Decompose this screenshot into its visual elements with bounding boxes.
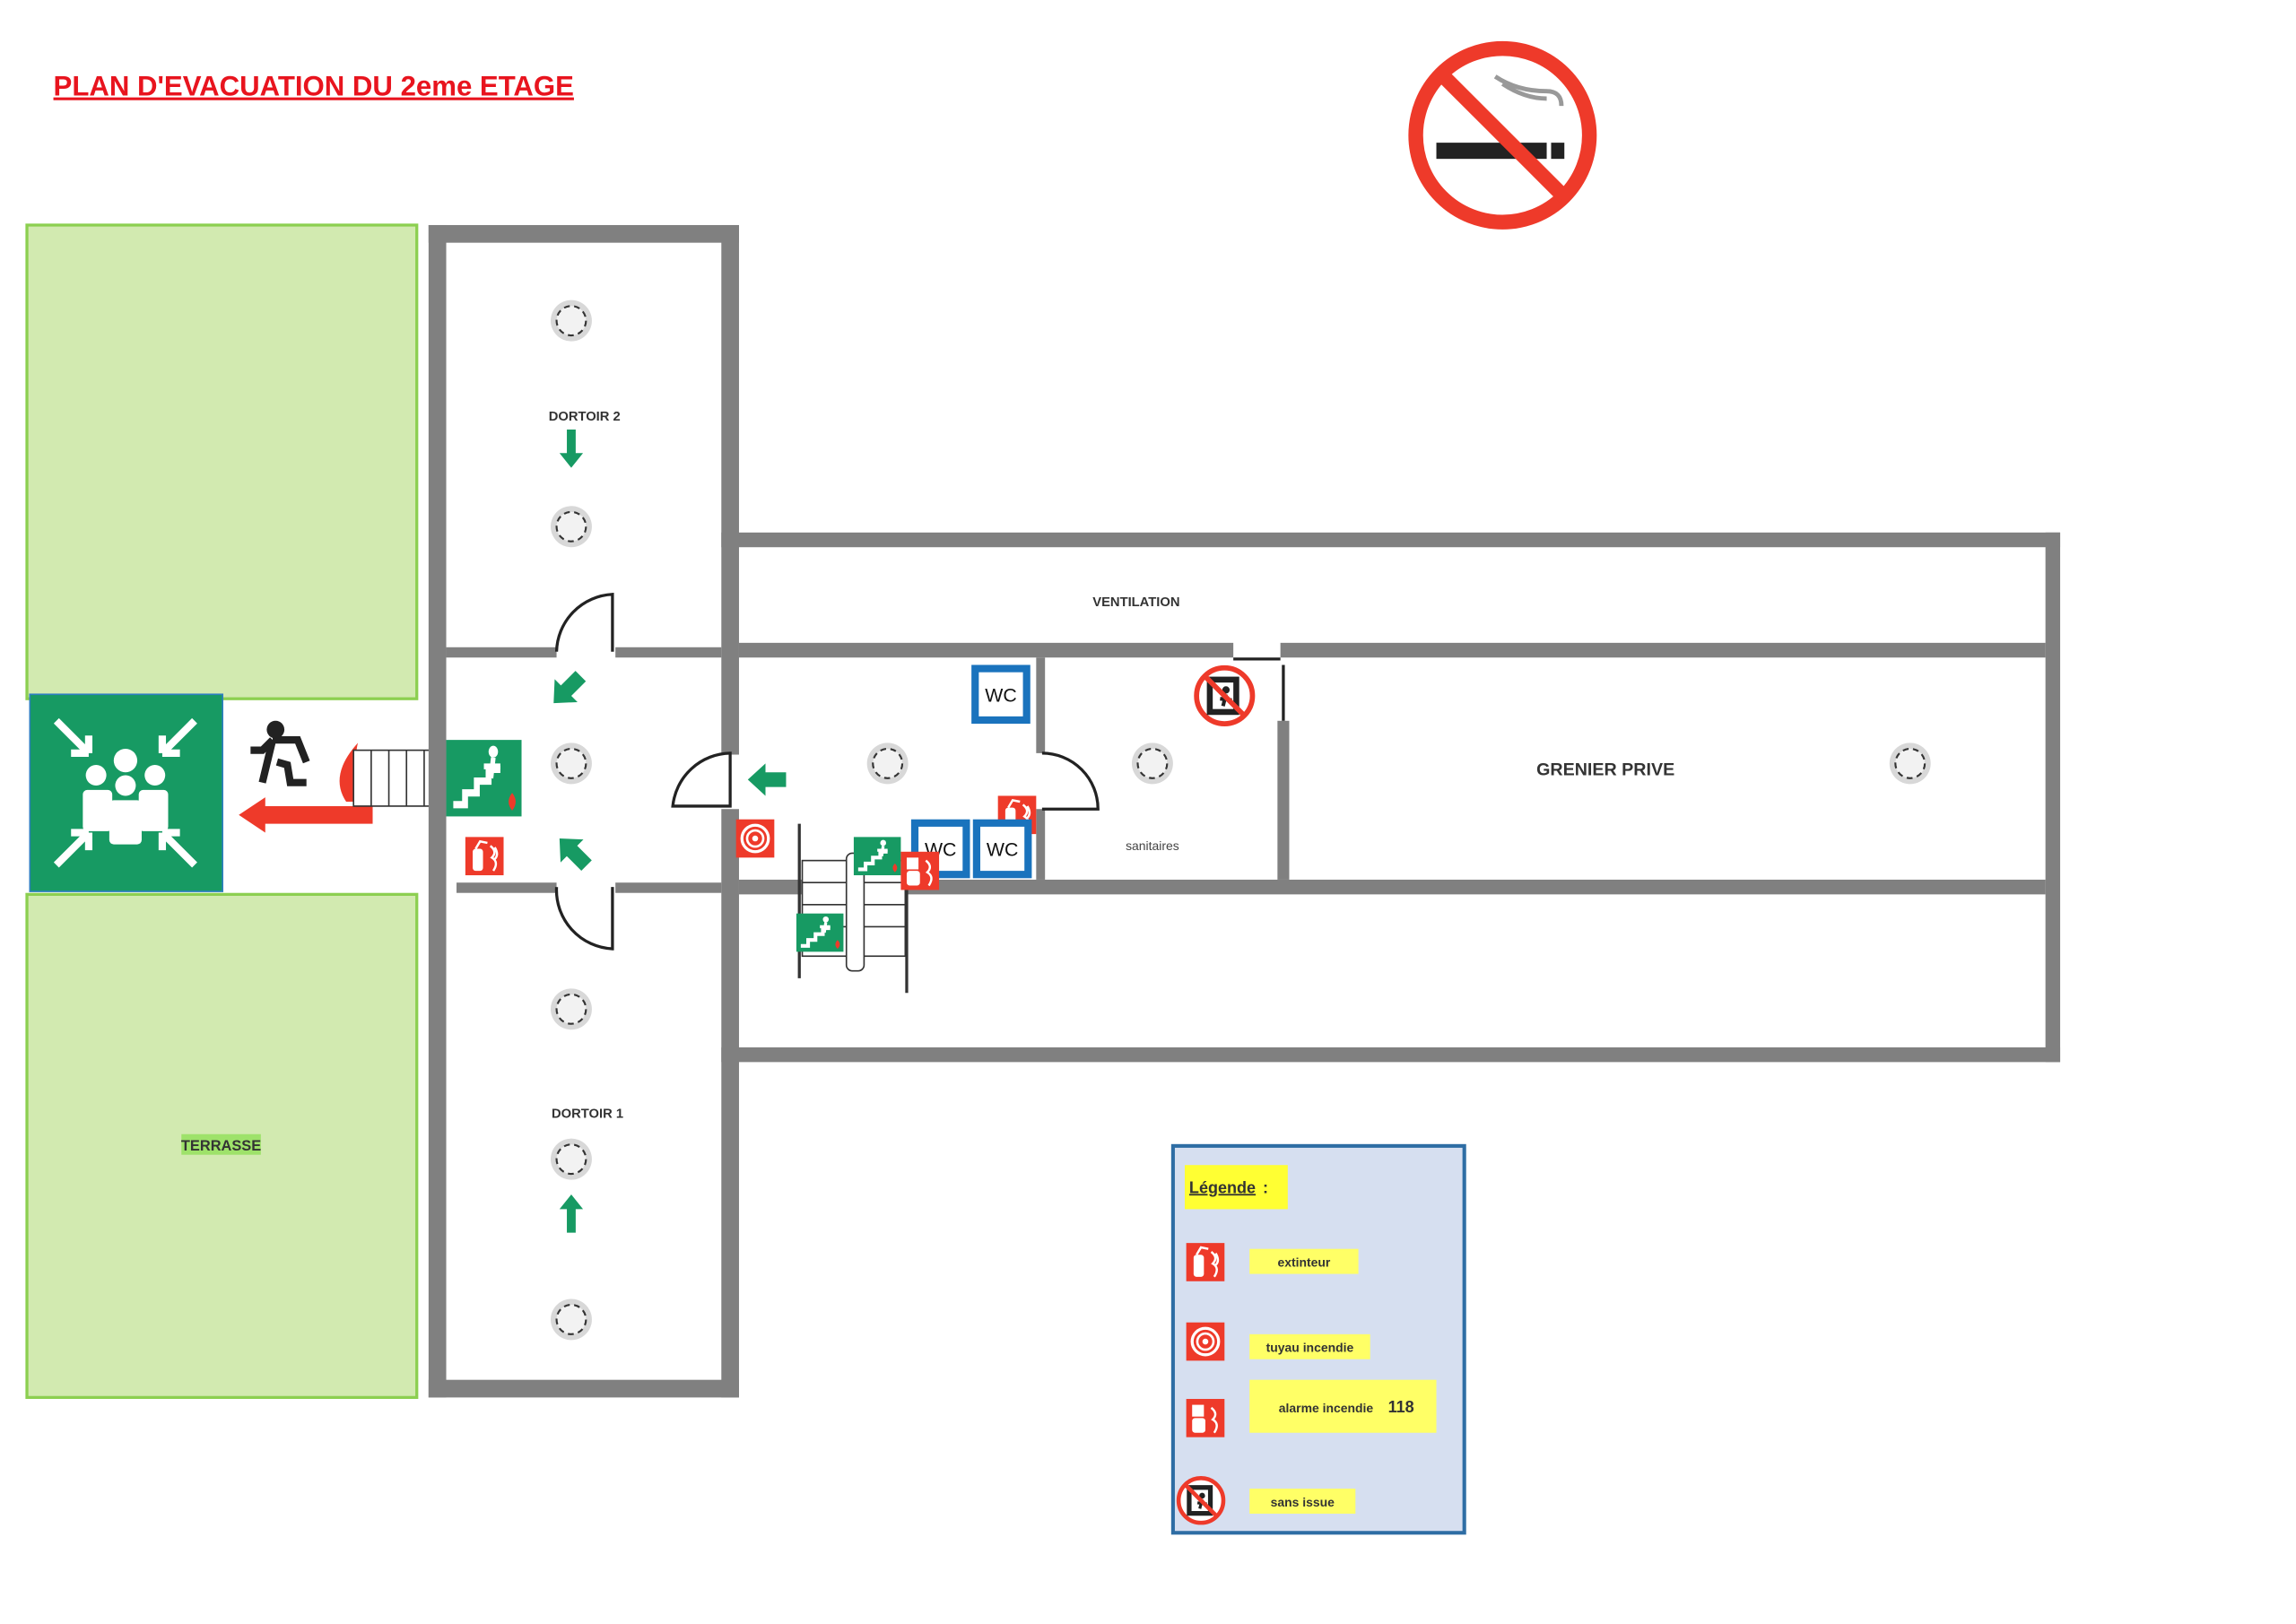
smoke-detector-icon [549,299,593,343]
terrace-label: TERRASSE [181,1138,261,1154]
walls [428,224,2061,1398]
emergency-stairs-icon [854,837,900,875]
fire-alarm-icon [900,850,941,891]
legend-item-label: extinteur [1277,1255,1330,1269]
arrow-down-left-icon [542,664,593,715]
smoke-detector-icon [1888,742,1932,786]
room-label-grenier-prive: GRENIER PRIVE [1536,760,1674,779]
fire-hose-icon [1185,1321,1226,1363]
no-exit-icon [1178,1478,1223,1523]
fire-extinguisher-icon [464,836,505,877]
arrow-down-icon [559,429,584,468]
fire-hose-icon [735,818,776,859]
legend: Légende : extinteur tuyau incendie alarm… [1170,1143,1466,1535]
svg-text::: : [1263,1178,1268,1196]
svg-text:WC: WC [987,839,1019,861]
smoke-detector-icon [549,1137,593,1181]
arrow-up-left-icon [548,827,598,877]
no-exit-icon [1196,668,1252,724]
smoke-detector-icon [549,1298,593,1342]
svg-text:WC: WC [985,684,1017,706]
arrow-left-icon [747,763,787,796]
no-smoking-icon [1408,40,1597,230]
legend-item-label: sans issue [1271,1495,1335,1509]
arrow-up-icon [559,1194,584,1233]
fire-alarm-icon [1185,1397,1226,1438]
smoke-detector-icon [549,987,593,1031]
wc-sign: WC [972,819,1032,879]
wc-sign: WC [971,664,1031,725]
running-person-icon [250,720,310,786]
exit-direction-arrow [239,797,373,833]
legend-item-label: alarme incendie [1279,1401,1374,1415]
terrace-top [25,223,419,700]
legend-title: Légende [1189,1178,1256,1196]
room-label-ventilation: VENTILATION [1092,595,1179,610]
assembly-point-icon [29,693,224,892]
fire-extinguisher-icon [1185,1241,1226,1283]
smoke-detector-icon [549,742,593,786]
room-label-dortoir-2: DORTOIR 2 [549,410,621,424]
emergency-stairs-icon [796,914,843,952]
emergency-stairs-icon [447,740,522,816]
smoke-detector-icon [865,742,909,786]
room-label-sanitaires: sanitaires [1126,838,1179,853]
plan-title: PLAN D'EVACUATION DU 2eme ETAGE [54,71,574,102]
smoke-detector-icon [549,505,593,549]
legend-item-label: tuyau incendie [1266,1341,1354,1355]
legend-item-number: 118 [1388,1398,1414,1416]
room-label-dortoir-1: DORTOIR 1 [552,1107,623,1122]
smoke-detector-icon [1130,742,1174,786]
doors [554,592,1285,951]
